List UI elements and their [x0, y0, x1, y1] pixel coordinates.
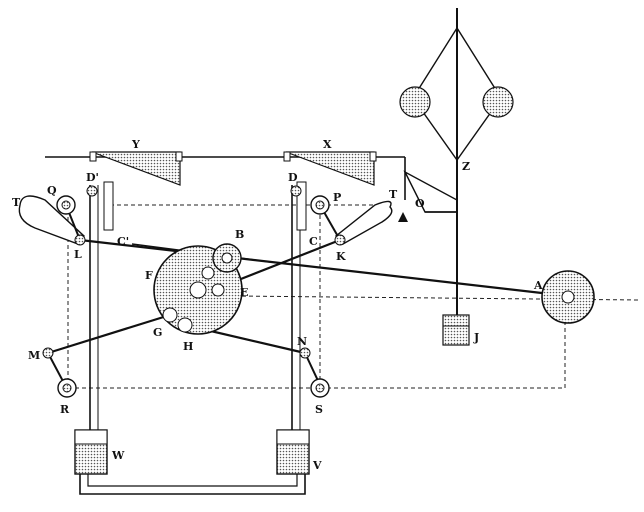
label-h: H [183, 340, 193, 353]
levers [18, 195, 393, 245]
pin-d1 [86, 185, 98, 197]
bell-crank-o [398, 170, 458, 222]
label-a: A [533, 279, 543, 292]
slide-c [296, 181, 307, 231]
governor-ball-right [482, 86, 514, 118]
governor-ball-left [399, 86, 431, 118]
label-g: G [153, 326, 162, 339]
pin-d [290, 185, 302, 197]
vertical-rods [89, 181, 307, 430]
label-t-left: T [12, 196, 21, 209]
pins [42, 185, 346, 398]
label-c1: C' [117, 235, 129, 248]
wedge-y [91, 151, 181, 186]
wheel-a [541, 270, 595, 324]
weight-j [442, 314, 470, 346]
label-m: M [28, 349, 40, 362]
label-z: Z [462, 160, 470, 173]
governor [399, 8, 514, 346]
slide-c1 [103, 181, 114, 231]
label-x: X [323, 138, 332, 151]
label-o: O [415, 197, 425, 210]
pin-n [299, 347, 311, 359]
label-r: R [60, 403, 70, 416]
label-b: B [235, 228, 244, 241]
pin-m [42, 347, 54, 359]
label-c: C [309, 235, 318, 248]
label-n: N [297, 335, 307, 348]
top-rod [45, 151, 406, 200]
label-e: E [240, 286, 248, 299]
label-y: Y [131, 138, 140, 151]
label-l: L [74, 248, 82, 261]
label-t-right: T [389, 188, 398, 201]
links [47, 204, 569, 386]
label-p: P [333, 191, 341, 204]
wheel-b [212, 243, 242, 273]
label-k: K [336, 250, 346, 263]
cylinders [74, 429, 310, 495]
pin-k [334, 234, 346, 246]
pin-l [74, 234, 86, 246]
label-w: W [111, 449, 125, 462]
label-d: D [288, 171, 298, 184]
label-q: Q [47, 184, 57, 197]
label-f: F [145, 269, 153, 282]
letter-labels: Y X Z Q D' D P T T C' C O L K B F E A G … [12, 138, 543, 472]
wedge-x [285, 151, 375, 186]
label-d1: D' [86, 171, 99, 184]
label-j: J [473, 331, 479, 344]
label-s: S [315, 403, 323, 416]
label-v: V [312, 459, 322, 472]
